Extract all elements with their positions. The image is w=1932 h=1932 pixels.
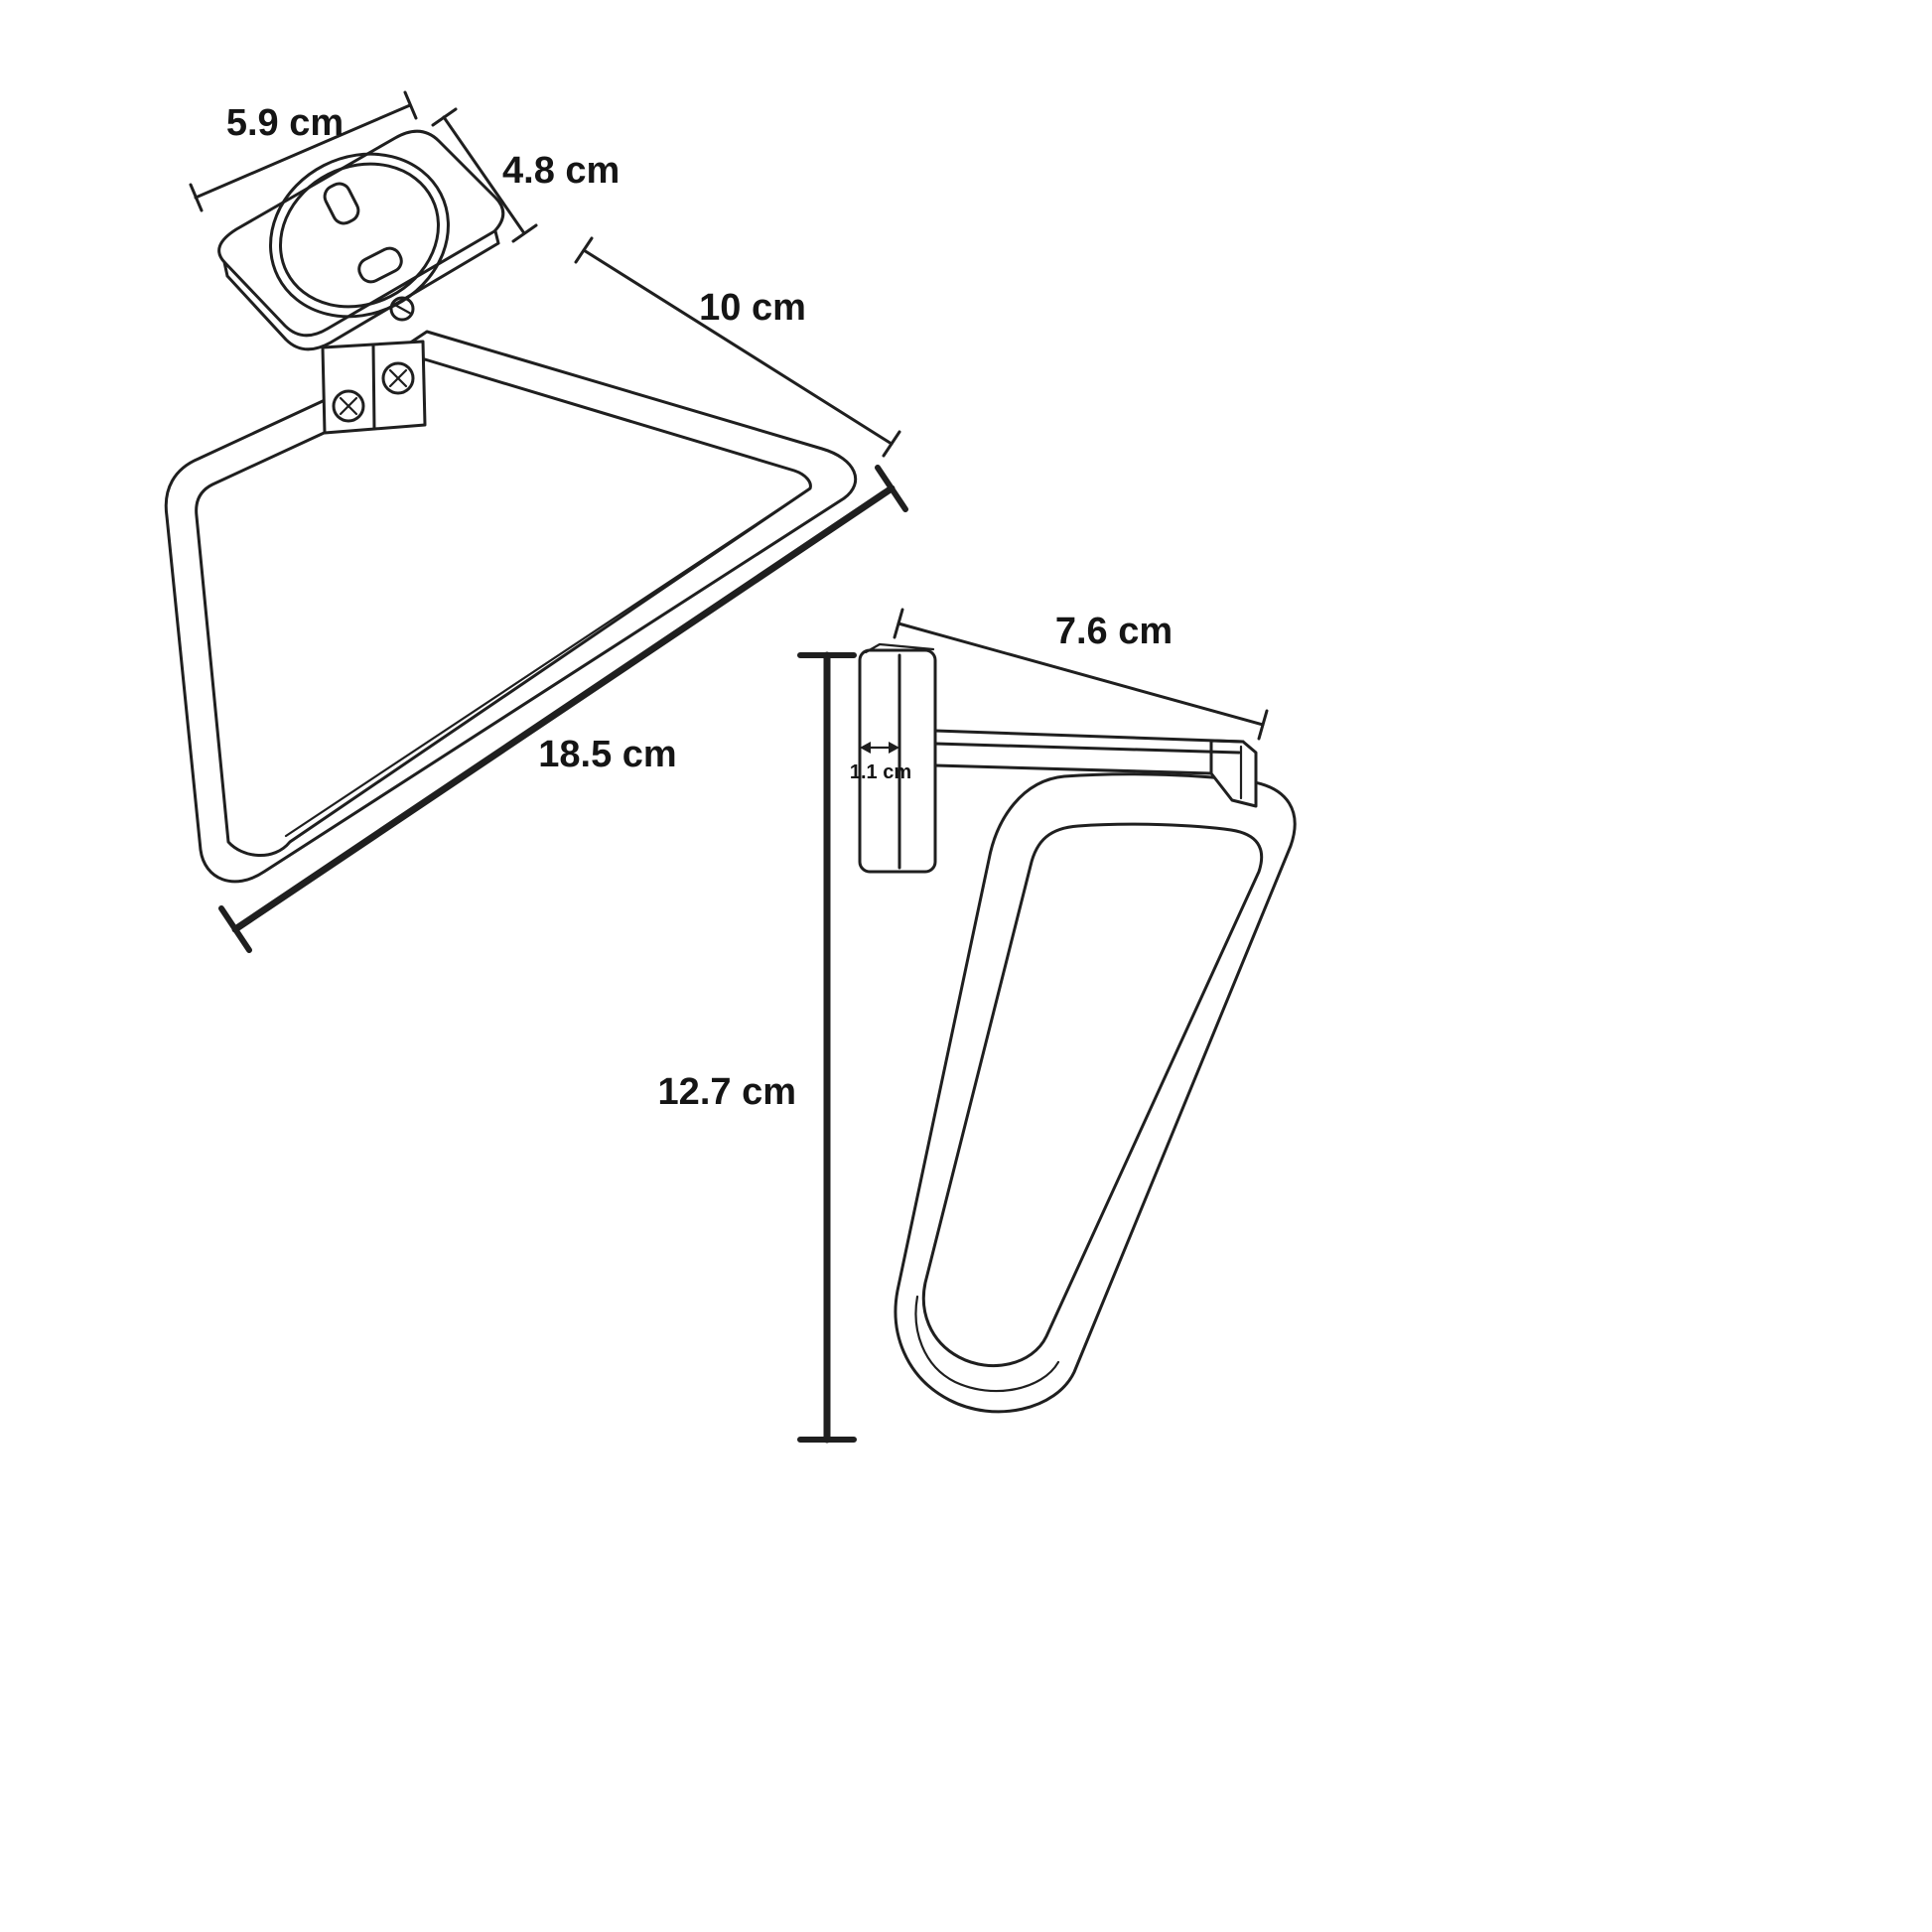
dim-ticks-ring-depth: [574, 236, 901, 458]
plate-hole-top: [323, 182, 360, 225]
label-plate-depth: 4.8 cm: [502, 150, 620, 192]
side-view: 7.6 cm 1.1 cm 12.7 cm: [658, 608, 1297, 1444]
label-arm-length: 7.6 cm: [1055, 611, 1173, 652]
dim-arrow-left: [860, 742, 871, 754]
dim-arrow-right: [889, 742, 899, 754]
bracket-divider: [371, 343, 376, 431]
plate-screw: [389, 296, 415, 322]
dim-line-ring-width: [231, 484, 896, 933]
plate-screw-slot: [391, 302, 413, 316]
side-band-outer: [894, 772, 1297, 1414]
label-ring-width: 18.5 cm: [538, 734, 676, 775]
arm-front-edge: [933, 742, 1241, 755]
bracket-screw-top-cross: [388, 368, 408, 388]
dim-line-arm-length: [897, 621, 1265, 727]
dim-line-ring-depth: [582, 248, 894, 446]
dim-ticks-arm-length: [893, 608, 1269, 741]
ring-inner-outline: [195, 357, 812, 857]
label-plate-thickness: 1.1 cm: [850, 761, 911, 783]
side-band-depth-line: [914, 1295, 1060, 1393]
label-overall-height: 12.7 cm: [658, 1071, 796, 1113]
label-ring-depth: 10 cm: [699, 287, 806, 329]
dim-caps-overall-height: [797, 652, 857, 1443]
perspective-view: 5.9 cm 4.8 cm 10 cm 18.5 cm: [164, 90, 908, 953]
side-plate-top-bevel: [864, 642, 935, 654]
bracket-screw-bottom: [332, 389, 365, 423]
side-plate: [858, 648, 937, 874]
ring-outer-outline: [164, 330, 858, 884]
plate-dial-inner: [279, 162, 440, 309]
dim-caps-ring-width: [218, 465, 908, 953]
dim-line-plate-width: [194, 103, 412, 200]
arm-top-edge: [933, 729, 1245, 744]
ring-band-depth-line: [284, 490, 806, 838]
label-plate-width: 5.9 cm: [226, 102, 344, 144]
dim-line-plate-depth: [442, 115, 526, 235]
dim-ticks-plate-depth: [431, 107, 538, 243]
wall-plate-thickness: [222, 229, 500, 351]
bracket-screw-top: [381, 361, 415, 395]
dim-ticks-plate-width: [189, 90, 418, 212]
plate-hole-bottom: [357, 246, 403, 284]
side-band-inner: [921, 822, 1264, 1368]
bracket-screw-bottom-cross: [339, 396, 358, 416]
arm-bottom-edge: [933, 763, 1213, 775]
